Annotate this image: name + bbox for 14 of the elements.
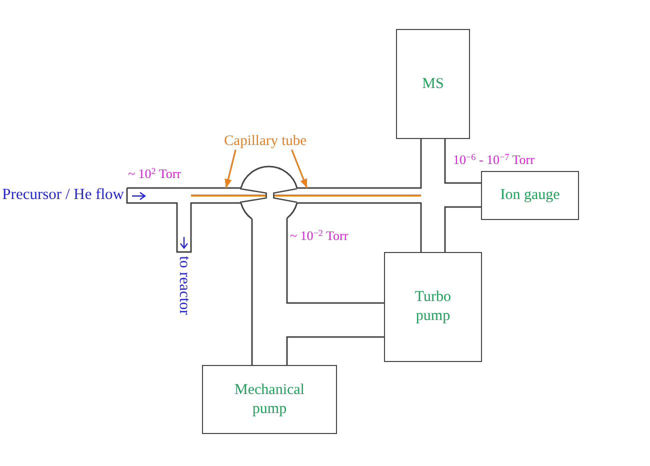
leader-label: Capillary tube: [224, 133, 307, 150]
flow-label: Precursor / He flow: [2, 186, 124, 204]
pressure-label: 10$^{−6}$ - 10$^{−7}$ Torr: [453, 153, 534, 168]
component-box: Mechanical pump: [202, 365, 337, 434]
leader-arrow: [224, 150, 236, 188]
flow-label: to reactor: [175, 256, 193, 315]
pressure-label: ~ 10$^{2}$ Torr: [128, 167, 182, 182]
pressure-label: ~ 10$^{−2}$ Torr: [290, 229, 348, 244]
component-box: Ion gauge: [481, 171, 579, 220]
leader-arrow: [290, 149, 308, 188]
capillary-tube: [273, 188, 421, 203]
component-box: MS: [396, 29, 470, 139]
capillary-tube: [191, 188, 267, 203]
component-box: Turbo pump: [384, 252, 482, 362]
